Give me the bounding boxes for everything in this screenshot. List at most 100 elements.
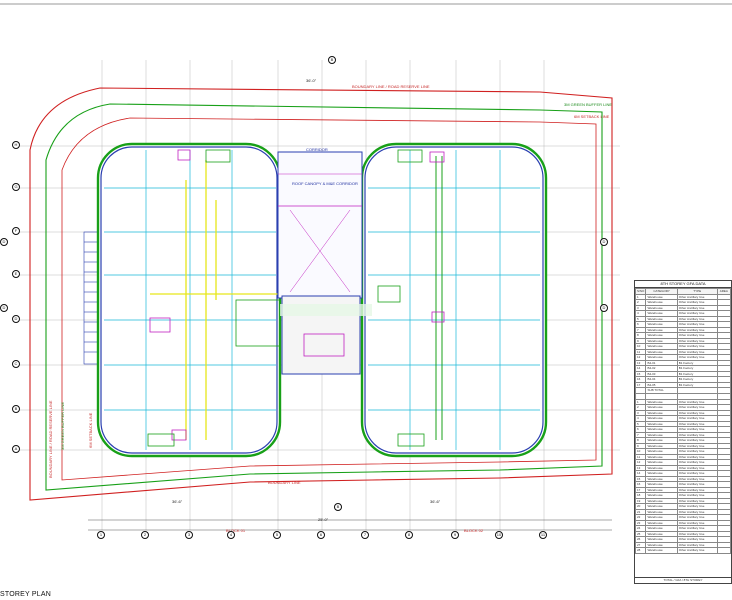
gfa-table-cell [716, 299, 731, 306]
gfa-table-cell [716, 420, 731, 427]
corridor-label: CORRIDOR [306, 147, 328, 152]
gfa-table-cell: 12 [635, 354, 647, 361]
gfa-table-cell: Warehouse [645, 426, 678, 433]
gfa-table-cell: 5 [635, 420, 647, 427]
gfa-table-cell [716, 492, 731, 499]
dim-bottom-right: 36'-6" [430, 499, 441, 504]
gfa-table-cell: B4-02 [645, 365, 678, 372]
gfa-table-cell: Warehouse [645, 492, 678, 499]
gfa-table-cell [716, 448, 731, 455]
gfa-table-cell: Warehouse [645, 486, 678, 493]
grid-col-marker: 10 [495, 531, 503, 539]
gfa-table-cell: Warehouse [645, 354, 678, 361]
gfa-table-cell [716, 497, 731, 504]
gfa-table-cell [716, 370, 731, 377]
gfa-table-cell: 6 [635, 321, 647, 328]
gfa-table-cell: Warehouse [645, 348, 678, 355]
gfa-table-cell: 6 [635, 426, 647, 433]
gfa-table-cell [716, 332, 731, 339]
gfa-table-cell [716, 404, 731, 411]
gfa-table-cell: 4 [635, 415, 647, 422]
green-buffer-label-top: 3M GREEN BUFFER LINE [564, 102, 613, 107]
gfa-table-cell: 7 [635, 326, 647, 333]
setback-line [61, 117, 597, 481]
gfa-table-cell: 5 [635, 315, 647, 322]
gfa-table-cell: Warehouse [645, 448, 678, 455]
gfa-table-cell: 16 [635, 481, 647, 488]
gfa-table-cell [716, 315, 731, 322]
setback-label-left: 6M SETBACK LINE [88, 412, 93, 448]
grid-col-marker: 9 [451, 531, 459, 539]
gfa-table-cell [645, 392, 678, 400]
gfa-table-cell: Warehouse [645, 459, 678, 466]
gfa-table-footer: TOTAL / GFA / 8TH STOREY [635, 577, 731, 583]
gfa-table-row [635, 392, 731, 400]
gfa-table-cell [716, 293, 731, 300]
column-axis-bottom [88, 519, 612, 531]
gfa-data-table: 8TH STOREY GFA DATA S/NO CATEGORY TYPE A… [634, 280, 732, 584]
gfa-table-cell: Warehouse [645, 299, 678, 306]
grid-col-marker: 4 [227, 531, 235, 539]
block-01-label: BLOCK 01 [226, 528, 246, 533]
gfa-table-cell: Warehouse [645, 431, 678, 438]
gfa-table-cell: 13 [635, 464, 647, 471]
gfa-table-cell: B4-05 [645, 381, 678, 388]
grid-row-marker: D [12, 315, 20, 323]
gfa-table-cell: 2 [635, 404, 647, 411]
gfa-table-cell: B4-01 [645, 359, 678, 366]
gfa-table-cell: 18 [635, 492, 647, 499]
gfa-table-cell: Warehouse [645, 398, 678, 405]
gfa-table-cell [716, 486, 731, 493]
green-buffer-line [45, 103, 603, 491]
dim-top: 36'-0" [306, 78, 317, 83]
gfa-table-cell: Warehouse [645, 415, 678, 422]
gfa-table-cell [716, 343, 731, 350]
gfa-table-cell: 8 [635, 332, 647, 339]
gfa-table-cell: Warehouse [645, 437, 678, 444]
gfa-table-cell [716, 481, 731, 488]
gfa-table-cell [716, 503, 731, 510]
central-link [235, 151, 372, 375]
gfa-table-cell: Warehouse [645, 470, 678, 477]
gfa-table-cell: Warehouse [645, 464, 678, 471]
gfa-table-cell [716, 475, 731, 482]
gfa-table-cell: 3 [635, 304, 647, 311]
drawing-title: STOREY PLAN [0, 591, 51, 598]
gfa-table-cell: Warehouse [645, 475, 678, 482]
grid-col-marker: 8 [405, 531, 413, 539]
section-marker: D [0, 238, 8, 246]
gfa-table-cell: 19 [635, 497, 647, 504]
boundary-road-reserve-label-top: BOUNDARY LINE / ROAD RESERVE LINE [352, 84, 430, 89]
grid-col-marker: 11 [539, 531, 547, 539]
gfa-table-cell: 12 [635, 459, 647, 466]
gfa-table-cell: Other Ancillary Use [676, 547, 718, 554]
gfa-table-cell [716, 348, 731, 355]
gfa-table-cell: 28 [635, 547, 647, 554]
gfa-table-cell [716, 359, 731, 366]
gfa-table-cell: Warehouse [645, 409, 678, 416]
grid-col-marker: 2 [141, 531, 149, 539]
gfa-table-cell: Warehouse [645, 321, 678, 328]
gfa-table-cell: 17 [635, 381, 647, 388]
grid-row-marker: H [12, 141, 20, 149]
